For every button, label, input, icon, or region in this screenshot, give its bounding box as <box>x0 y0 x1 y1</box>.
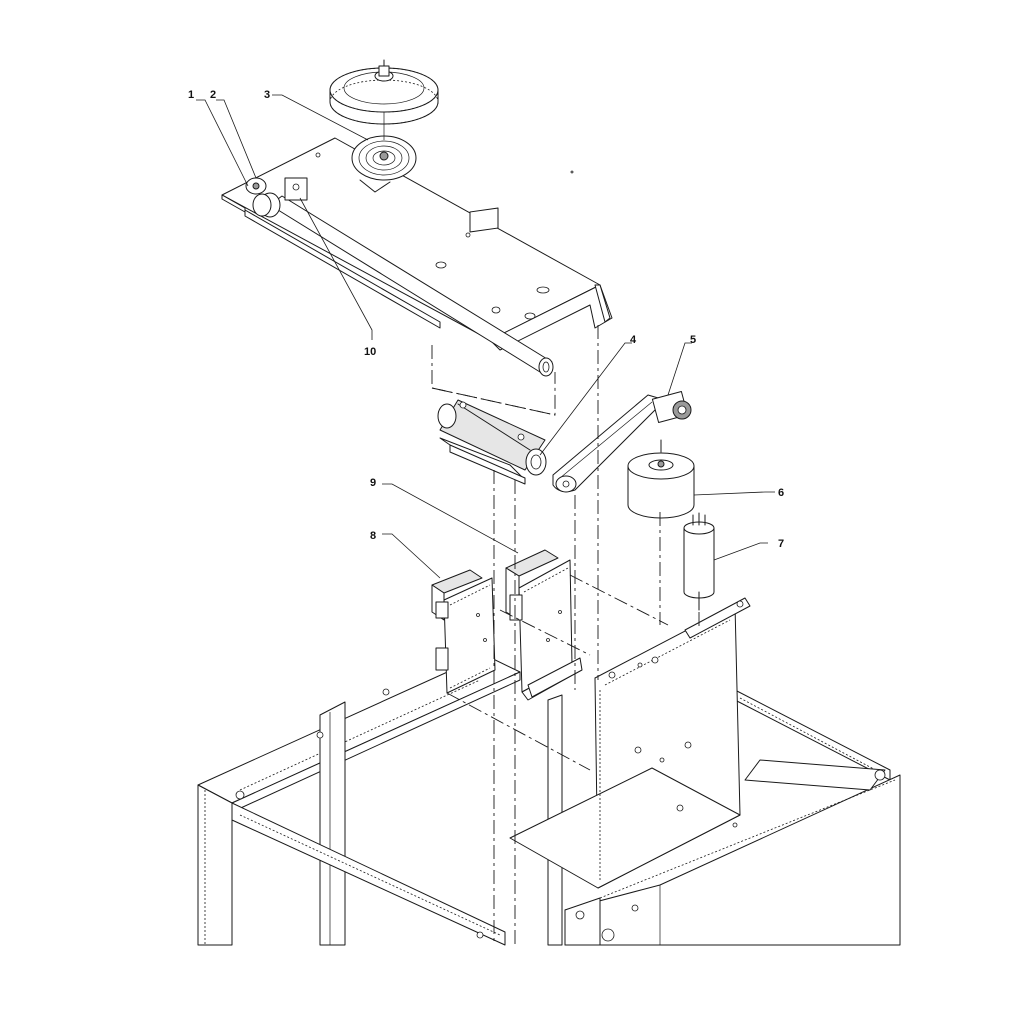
cabinet-frame <box>197 654 901 946</box>
roller-bracket-4 <box>437 399 547 485</box>
top-chassis-plate <box>221 137 613 351</box>
circuit-board-9 <box>505 549 583 701</box>
callout-3: 3 <box>264 89 270 101</box>
capacitor-7 <box>683 512 715 611</box>
callout-2: 2 <box>210 89 216 101</box>
callout-8: 8 <box>370 530 376 542</box>
callout-1: 1 <box>188 89 194 101</box>
pulley-gear <box>329 59 439 140</box>
mounting-plate <box>509 597 751 889</box>
callout-10: 10 <box>364 346 376 358</box>
motor-6 <box>627 439 695 519</box>
crank-handle-5 <box>552 391 692 493</box>
knob-2 <box>245 177 272 217</box>
callout-6: 6 <box>778 487 784 499</box>
callout-4: 4 <box>630 334 637 346</box>
callout-9: 9 <box>370 477 376 489</box>
callout-leaders <box>196 94 775 579</box>
circuit-board-8 <box>431 569 496 694</box>
callout-5: 5 <box>690 334 696 346</box>
callout-7: 7 <box>778 538 784 550</box>
assembly-centerlines <box>431 325 700 945</box>
callout-labels: 1 2 3 4 5 6 7 8 9 10 <box>188 89 784 550</box>
